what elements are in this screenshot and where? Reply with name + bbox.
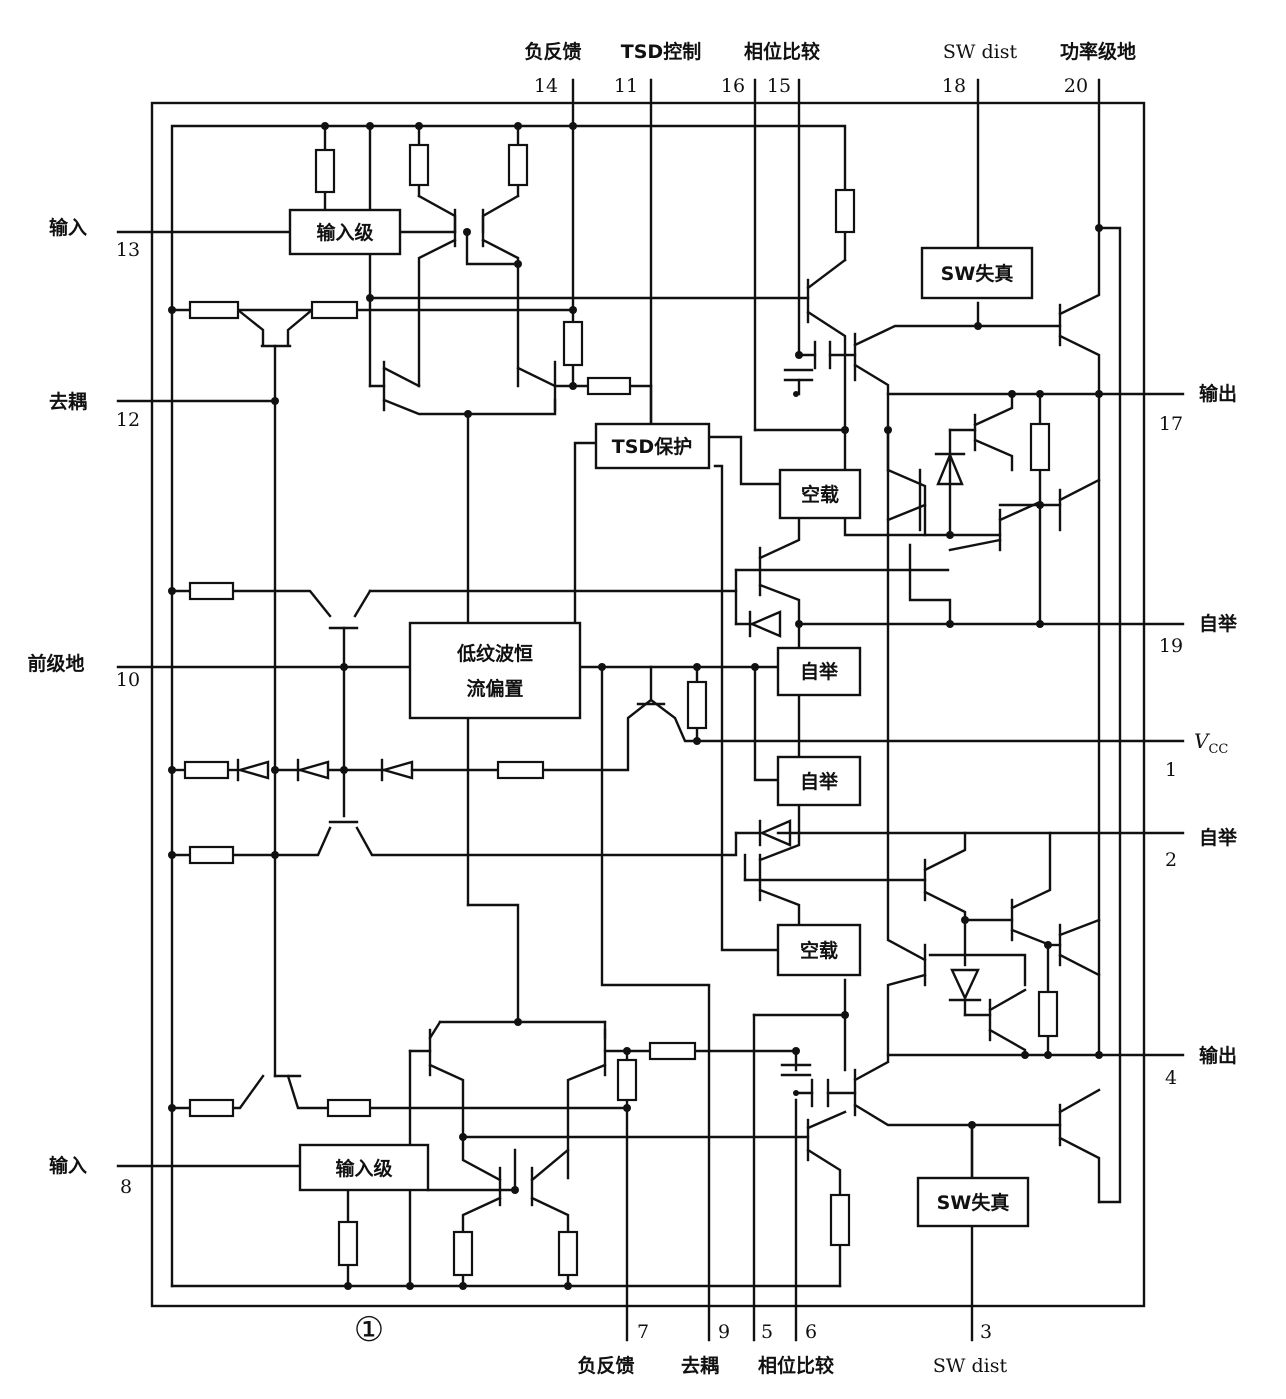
pin20-label: 功率级地 — [1060, 40, 1136, 63]
svg-text:SW失真: SW失真 — [937, 1191, 1010, 1214]
pin11-label: TSD控制 — [621, 40, 701, 63]
ic-outline — [150, 101, 1146, 1308]
pin2-number: 2 — [1165, 849, 1177, 871]
bias-block: 低纹波恒 流偏置 — [408, 621, 582, 720]
sw-distortion-bottom-block: SW失真 — [916, 1176, 1030, 1228]
pin7-label: 负反馈 — [577, 1354, 634, 1377]
pin3-label: SW dist — [933, 1355, 1008, 1377]
pin7-number: 7 — [637, 1321, 649, 1343]
svg-text:空载: 空载 — [800, 939, 838, 962]
pin20-number: 20 — [1064, 75, 1088, 97]
pin2-label: 自举 — [1199, 826, 1238, 849]
pin5-number: 5 — [761, 1321, 773, 1343]
pin6-label: 相位比较 — [758, 1354, 834, 1377]
figure-number: ① — [354, 1310, 384, 1350]
pin4-label: 输出 — [1199, 1044, 1237, 1067]
idle-top-block: 空载 — [778, 468, 862, 520]
pin9-label: 去耦 — [681, 1354, 719, 1377]
pin10-label: 前级地 — [27, 652, 84, 675]
svg-text:输入级: 输入级 — [316, 221, 373, 244]
svg-text:TSD保护: TSD保护 — [612, 435, 692, 458]
pin14-number: 14 — [534, 75, 558, 97]
pin13-number: 13 — [116, 239, 140, 261]
pin1-number: 1 — [1165, 759, 1177, 781]
svg-text:SW失真: SW失真 — [941, 262, 1014, 285]
pin17-number: 17 — [1159, 413, 1183, 435]
pin12-label: 去耦 — [49, 390, 87, 413]
pin19-number: 19 — [1159, 635, 1183, 657]
sw-distortion-top-block: SW失真 — [920, 246, 1034, 300]
bootstrap-block-1: 自举 — [776, 646, 862, 697]
idle-bottom-block: 空载 — [776, 923, 862, 977]
pin15-number: 15 — [767, 75, 791, 97]
pin14-label: 负反馈 — [524, 40, 581, 63]
pin13-label: 输入 — [49, 216, 87, 239]
pin19-label: 自举 — [1199, 612, 1238, 635]
pin11-number: 11 — [614, 75, 638, 97]
pin10-number: 10 — [116, 669, 140, 691]
pin16-number: 16 — [721, 75, 745, 97]
svg-text:自举: 自举 — [800, 770, 839, 793]
svg-text:流偏置: 流偏置 — [466, 677, 523, 700]
pin17-label: 输出 — [1199, 382, 1237, 405]
svg-text:空载: 空载 — [801, 483, 839, 506]
bootstrap-block-2: 自举 — [776, 755, 862, 807]
svg-text:低纹波恒: 低纹波恒 — [456, 642, 533, 665]
pin6-number: 6 — [805, 1321, 817, 1343]
pin3-number: 3 — [980, 1321, 992, 1343]
pin12-number: 12 — [116, 409, 140, 431]
svg-text:自举: 自举 — [800, 660, 839, 683]
pin18-number: 18 — [942, 75, 966, 97]
pin15-label: 相位比较 — [744, 40, 820, 63]
input-stage-top-block: 输入级 — [288, 208, 402, 256]
pin8-number: 8 — [120, 1176, 132, 1198]
pin8-label: 输入 — [49, 1154, 87, 1177]
tsd-protect-block: TSD保护 — [594, 422, 711, 470]
input-stage-bottom-block: 输入级 — [298, 1143, 430, 1192]
svg-text:输入级: 输入级 — [335, 1157, 392, 1180]
pin9-number: 9 — [718, 1321, 730, 1343]
pin18-label: SW dist — [943, 41, 1018, 63]
pin1-label: VCC — [1194, 729, 1228, 757]
pin4-number: 4 — [1165, 1067, 1177, 1089]
